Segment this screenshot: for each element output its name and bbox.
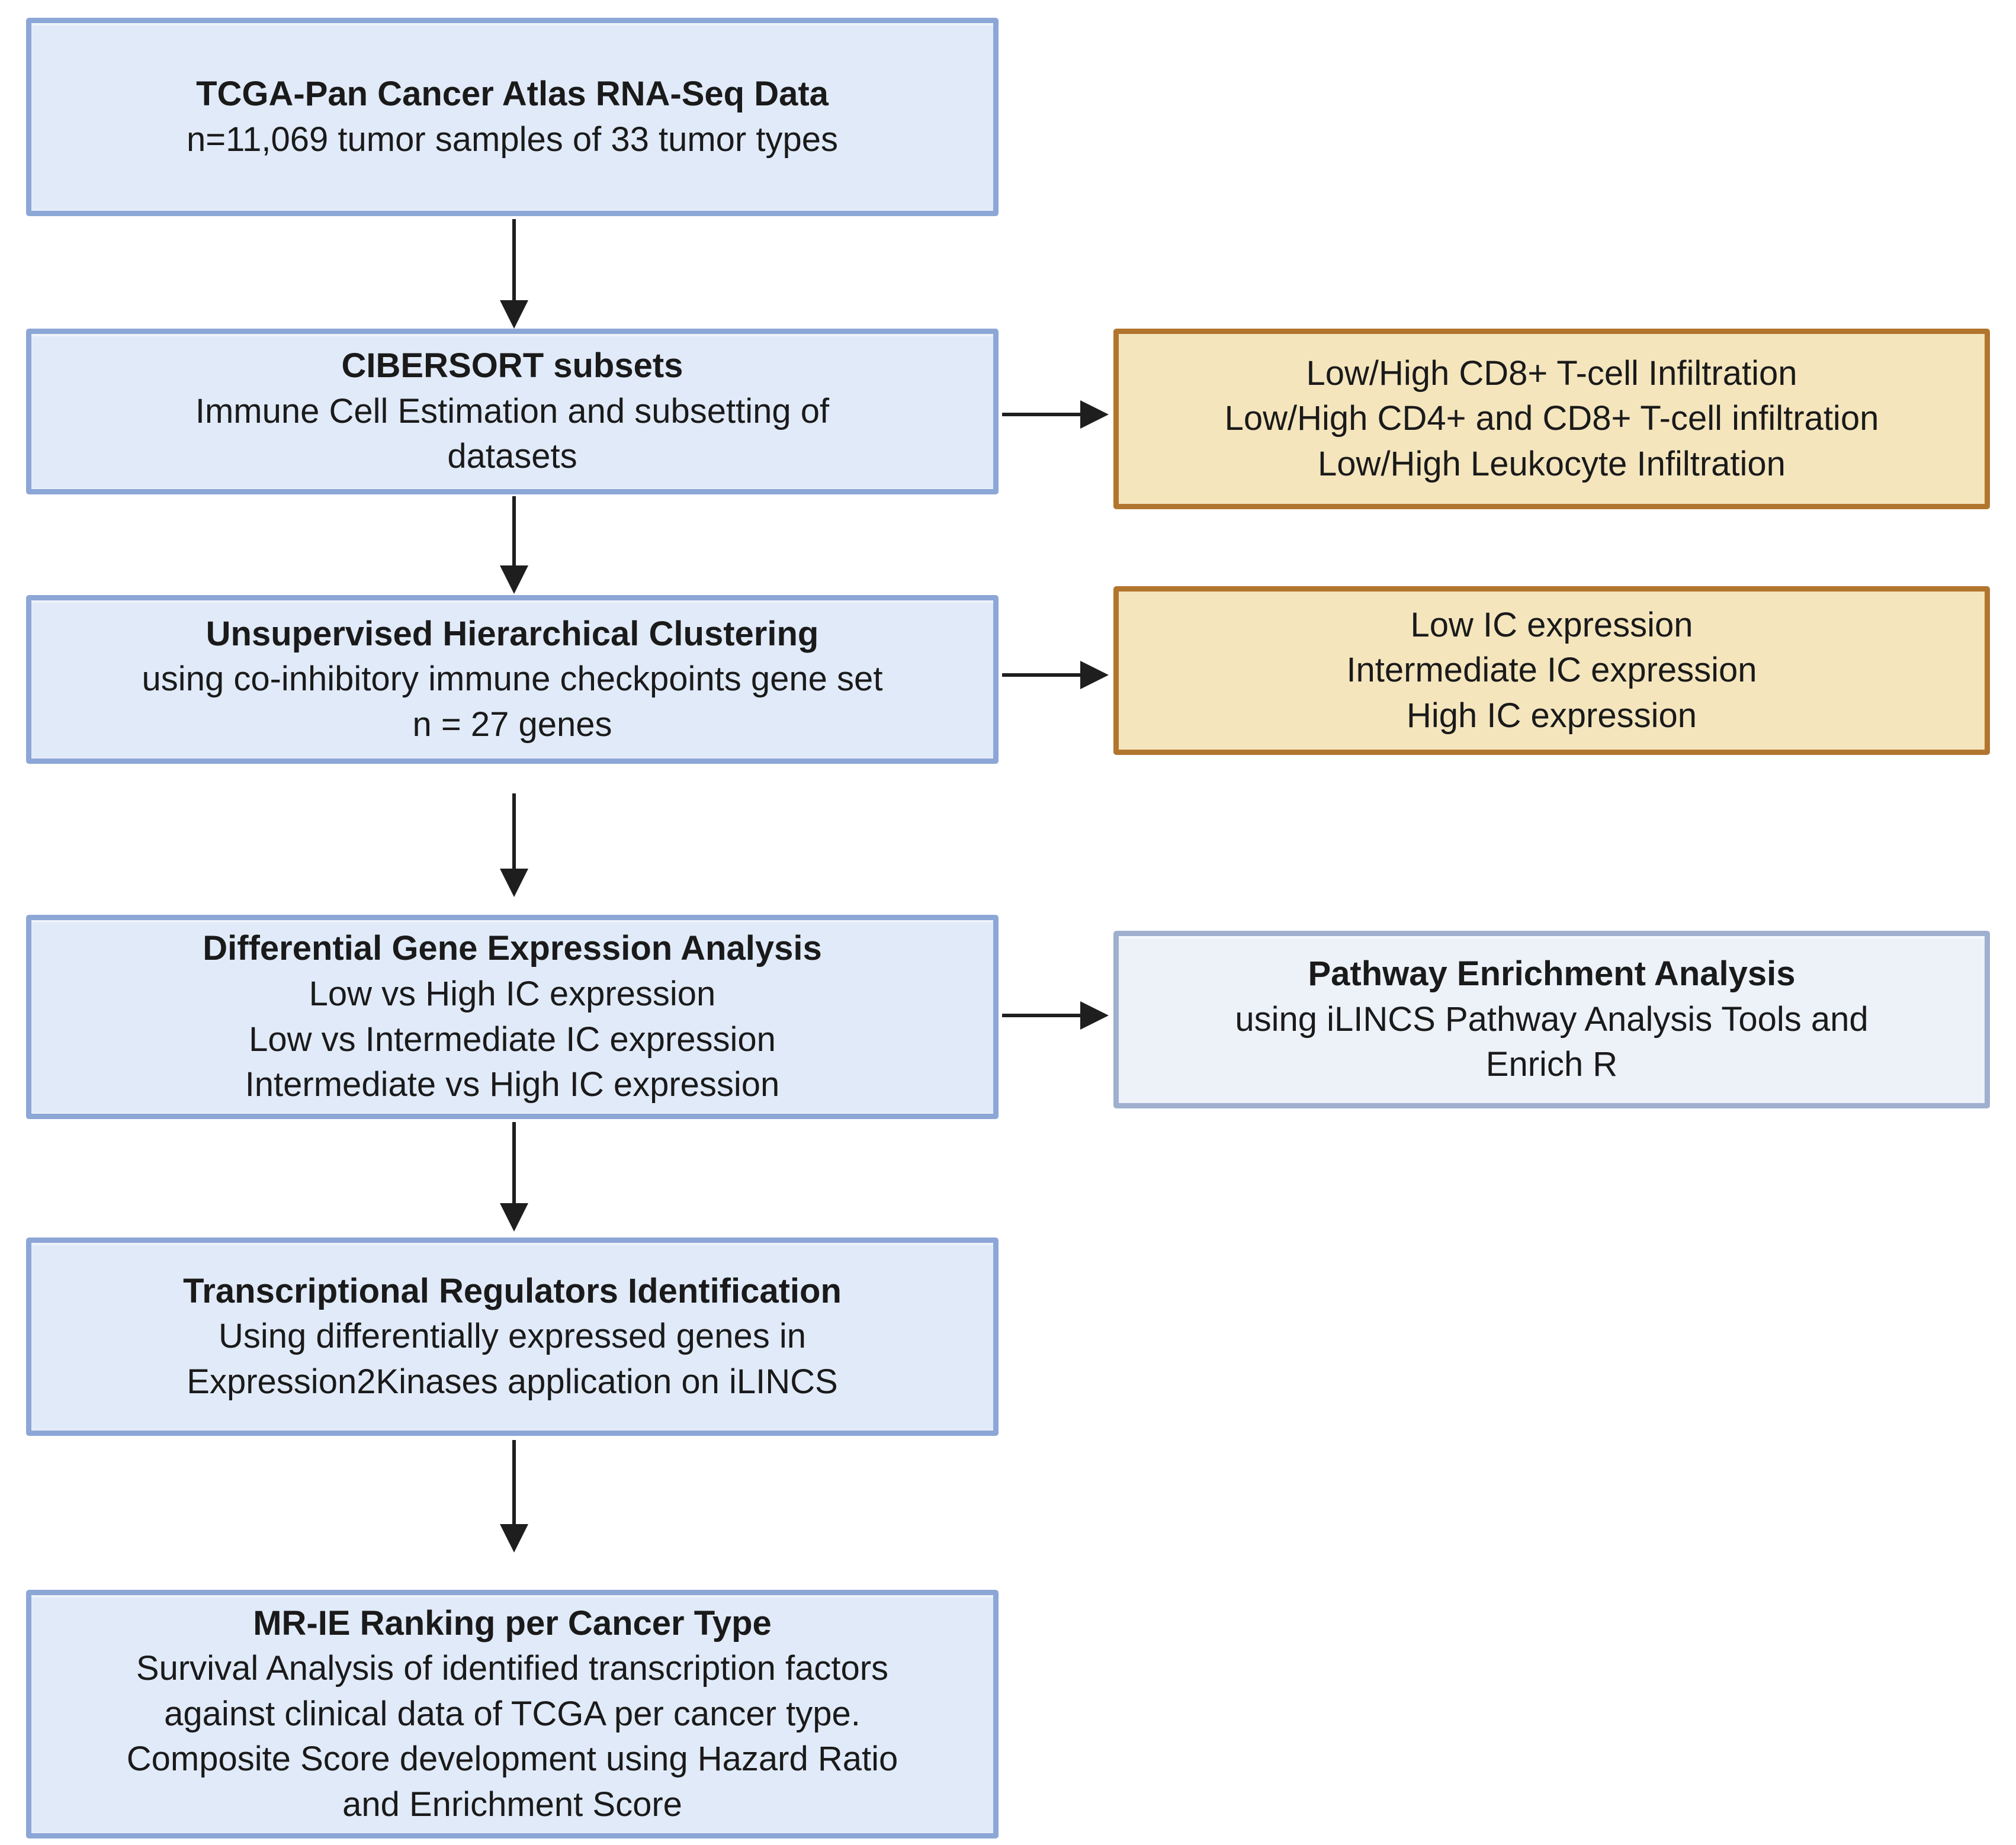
box-title: MR-IE Ranking per Cancer Type	[253, 1603, 772, 1642]
box-line: n=11,069 tumor samples of 33 tumor types	[187, 120, 838, 159]
arrow-down-icon	[500, 496, 528, 594]
box-line: using iLINCS Pathway Analysis Tools and	[1235, 999, 1869, 1039]
arrow-stem	[512, 1122, 516, 1203]
box-line: Low IC expression	[1410, 605, 1693, 644]
box-line: using co-inhibitory immune checkpoints g…	[142, 660, 883, 699]
flow-box-cibersort-subsets: CIBERSORT subsets Immune Cell Estimation…	[26, 329, 999, 494]
flow-box-transcriptional-regulators: Transcriptional Regulators Identificatio…	[26, 1238, 999, 1436]
box-line: Low/High CD4+ and CD8+ T-cell infiltrati…	[1224, 399, 1879, 438]
flow-box-hierarchical-clustering: Unsupervised Hierarchical Clustering usi…	[26, 595, 999, 764]
box-title: Pathway Enrichment Analysis	[1308, 954, 1796, 994]
arrow-stem	[512, 219, 516, 300]
flow-box-tcga-data: TCGA-Pan Cancer Atlas RNA-Seq Data n=11,…	[26, 18, 999, 216]
side-box-infiltration-subsets: Low/High CD8+ T-cell Infiltration Low/Hi…	[1113, 329, 1990, 509]
arrow-down-icon	[500, 1122, 528, 1232]
arrow-down-icon	[500, 793, 528, 897]
arrow-head	[500, 300, 528, 329]
arrow-right-icon	[1002, 400, 1109, 429]
box-line: Intermediate vs High IC expression	[245, 1065, 780, 1104]
box-title: TCGA-Pan Cancer Atlas RNA-Seq Data	[196, 74, 829, 113]
box-title: CIBERSORT subsets	[341, 346, 683, 385]
box-title: Differential Gene Expression Analysis	[203, 929, 822, 968]
arrow-stem	[512, 496, 516, 565]
arrow-head	[500, 565, 528, 594]
box-line: datasets	[447, 437, 577, 476]
arrow-stem	[512, 1440, 516, 1524]
box-line: Expression2Kinases application on iLINCS	[187, 1362, 838, 1401]
box-line: against clinical data of TCGA per cancer…	[164, 1694, 861, 1733]
box-line: and Enrichment Score	[342, 1785, 682, 1824]
box-line: Using differentially expressed genes in	[219, 1317, 806, 1356]
arrow-head	[500, 1524, 528, 1552]
box-title: Unsupervised Hierarchical Clustering	[206, 614, 819, 653]
box-line: Low/High Leukocyte Infiltration	[1318, 444, 1786, 483]
arrow-down-icon	[500, 1440, 528, 1552]
arrow-head	[1080, 1001, 1109, 1030]
box-line: Enrich R	[1485, 1045, 1618, 1084]
arrow-head	[500, 869, 528, 897]
box-line: Composite Score development using Hazard…	[126, 1740, 898, 1779]
flow-box-mrie-ranking: MR-IE Ranking per Cancer Type Survival A…	[26, 1590, 999, 1838]
arrow-right-icon	[1002, 661, 1109, 689]
arrow-stem	[1002, 673, 1080, 677]
arrow-down-icon	[500, 219, 528, 329]
side-box-pathway-enrichment: Pathway Enrichment Analysis using iLINCS…	[1113, 931, 1990, 1108]
box-title: Transcriptional Regulators Identificatio…	[183, 1271, 842, 1310]
box-line: Low/High CD8+ T-cell Infiltration	[1306, 353, 1797, 393]
box-line: Low vs Intermediate IC expression	[249, 1020, 776, 1059]
arrow-head	[1080, 661, 1109, 689]
arrow-stem	[512, 793, 516, 869]
box-line: Immune Cell Estimation and subsetting of	[195, 391, 830, 430]
arrow-right-icon	[1002, 1001, 1109, 1030]
arrow-stem	[1002, 1014, 1080, 1017]
box-line: High IC expression	[1407, 696, 1697, 735]
arrow-head	[500, 1203, 528, 1232]
box-line: n = 27 genes	[412, 705, 612, 744]
box-line: Survival Analysis of identified transcri…	[136, 1649, 889, 1688]
arrow-stem	[1002, 413, 1080, 416]
side-box-ic-expression-levels: Low IC expression Intermediate IC expres…	[1113, 586, 1990, 755]
box-line: Intermediate IC expression	[1346, 651, 1757, 690]
arrow-head	[1080, 400, 1109, 429]
box-line: Low vs High IC expression	[309, 974, 716, 1013]
flow-box-differential-expression: Differential Gene Expression Analysis Lo…	[26, 915, 999, 1119]
